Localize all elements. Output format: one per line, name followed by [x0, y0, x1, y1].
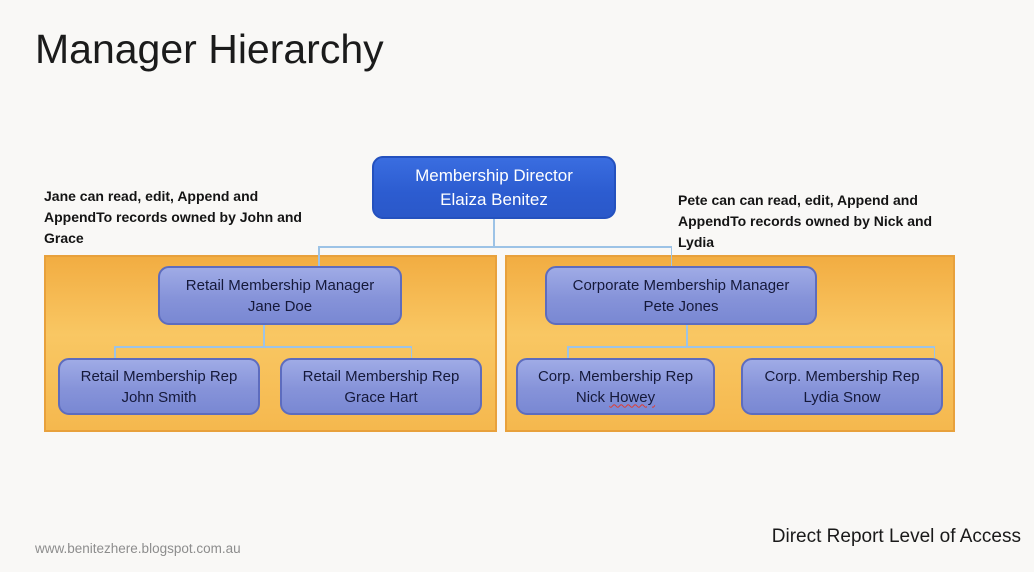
- node-person: Jane Doe: [247, 297, 313, 315]
- node-person: Pete Jones: [643, 297, 719, 315]
- org-node-corp-rep-lydia: Corp. Membership Rep Lydia Snow: [741, 358, 943, 415]
- node-person: Nick Howey: [576, 387, 655, 408]
- footer-blog-url: www.benitezhere.blogspot.com.au: [35, 541, 241, 556]
- connector-corp-stem: [686, 325, 688, 347]
- connector-top-horizontal: [318, 246, 672, 248]
- org-node-retail-rep-john: Retail Membership Rep John Smith: [58, 358, 260, 415]
- node-person: John Smith: [121, 388, 197, 406]
- node-role: Corp. Membership Rep: [764, 367, 920, 385]
- connector-drop-retail-rep1: [114, 346, 116, 359]
- page-title: Manager Hierarchy: [35, 26, 384, 72]
- node-role: Retail Membership Rep: [302, 367, 460, 385]
- org-node-membership-director: Membership Director Elaiza Benitez: [372, 156, 616, 219]
- node-person: Elaiza Benitez: [440, 189, 548, 209]
- connector-retail-horizontal: [114, 346, 412, 348]
- node-role: Retail Membership Rep: [80, 367, 238, 385]
- connector-director-stem: [493, 219, 495, 247]
- connector-corp-horizontal: [567, 346, 935, 348]
- connector-drop-corp-mgr: [670, 246, 672, 268]
- node-person-first: Nick: [575, 388, 606, 406]
- org-node-retail-manager: Retail Membership Manager Jane Doe: [158, 266, 402, 325]
- node-role: Membership Director: [415, 165, 573, 185]
- annotation-pete-access: Pete can can read, edit, Append and Appe…: [678, 192, 933, 250]
- connector-drop-retail-mgr: [318, 246, 320, 268]
- annotation-jane-access: Jane can read, edit, Append and AppendTo…: [44, 188, 302, 246]
- org-node-corporate-manager: Corporate Membership Manager Pete Jones: [545, 266, 817, 325]
- connector-drop-corp-rep1: [567, 346, 569, 359]
- org-node-corp-rep-nick: Corp. Membership Rep Nick Howey: [516, 358, 715, 415]
- node-role: Retail Membership Manager: [185, 276, 375, 294]
- node-person-last-misspelled: Howey: [609, 388, 656, 406]
- connector-drop-retail-rep2: [410, 346, 412, 359]
- node-person: Grace Hart: [344, 388, 418, 406]
- connector-drop-corp-rep2: [933, 346, 935, 359]
- node-person: Lydia Snow: [803, 388, 881, 406]
- node-role: Corp. Membership Rep: [537, 367, 694, 385]
- node-role: Corporate Membership Manager: [572, 276, 790, 294]
- slide-caption: Direct Report Level of Access: [771, 526, 1021, 547]
- connector-retail-stem: [263, 325, 265, 347]
- org-node-retail-rep-grace: Retail Membership Rep Grace Hart: [280, 358, 482, 415]
